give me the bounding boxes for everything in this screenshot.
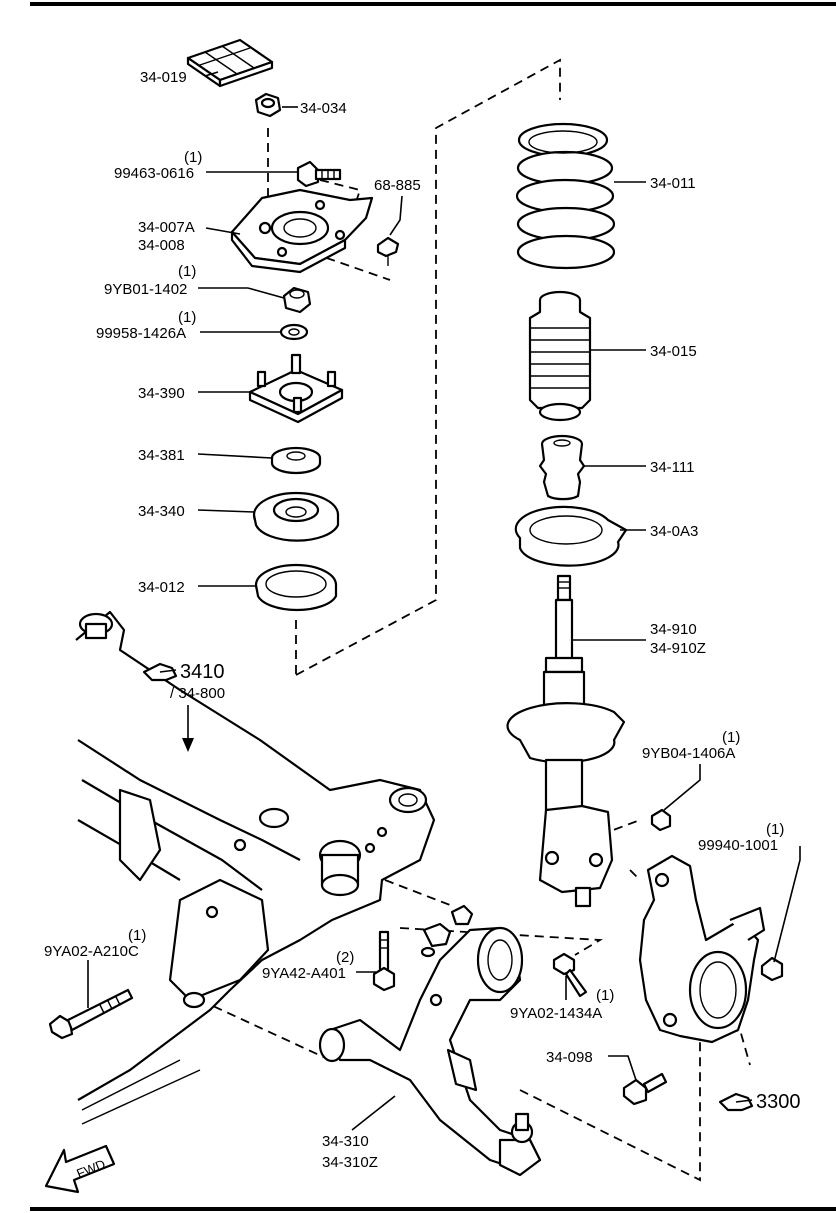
clip-68-885 <box>376 236 400 266</box>
fwd-arrow <box>44 1144 116 1194</box>
label-34-012: 34-012 <box>138 579 185 596</box>
label-34-011: 34-011 <box>650 175 696 192</box>
spring-seat-34-340 <box>252 491 340 542</box>
ref-hand-3410-icon[interactable] <box>142 662 178 682</box>
label-34-008: 34-008 <box>138 237 185 254</box>
bolt-9ya42-a401 <box>372 930 396 992</box>
nut-9yb04-1406a <box>650 808 672 832</box>
mount-bracket-34-007a <box>230 188 374 274</box>
crossmember-subframe <box>75 610 436 1125</box>
bump-stopper-34-111 <box>538 434 586 501</box>
label-9ya02-a210c: 9YA02-A210C <box>44 943 139 960</box>
label-99940-qty: (1) <box>766 821 784 838</box>
label-34-098: 34-098 <box>546 1049 593 1066</box>
label-9ya42-qty: (2) <box>336 949 354 966</box>
label-9ya42-a401: 9YA42-A401 <box>262 965 346 982</box>
bolt-9ya02-1434a <box>552 952 588 998</box>
coil-spring-34-011 <box>515 122 616 270</box>
label-34-310z: 34-310Z <box>322 1154 378 1171</box>
strut-mount-34-390 <box>248 353 344 424</box>
label-34-310: 34-310 <box>322 1133 369 1150</box>
label-99958-qty: (1) <box>178 309 196 326</box>
bolt-9ya02-a210c <box>48 988 134 1040</box>
spring-seat-34-0a3 <box>514 505 628 567</box>
label-9ya02-1434a: 9YA02-1434A <box>510 1005 602 1022</box>
label-34-007a: 34-007A <box>138 219 195 236</box>
strut-34-910 <box>506 574 626 908</box>
label-34-015: 34-015 <box>650 343 697 360</box>
label-9yb01-qty: (1) <box>178 263 196 280</box>
label-34-019: 34-019 <box>140 69 187 86</box>
steering-knuckle <box>638 854 766 1044</box>
ref-hand-3300-icon[interactable] <box>718 1092 754 1112</box>
bolt-34-098 <box>622 1072 668 1106</box>
label-34-910z: 34-910Z <box>650 640 706 657</box>
label-34-0a3: 34-0A3 <box>650 523 698 540</box>
label-34-111: 34-111 <box>650 459 694 476</box>
bolt-99463-0616 <box>296 160 342 188</box>
label-99463-0616: 99463-0616 <box>114 165 194 182</box>
label-34-034: 34-034 <box>300 100 347 117</box>
label-99940-1001: 99940-1001 <box>698 837 778 854</box>
insulator-34-012 <box>254 563 338 612</box>
label-68-885: 68-885 <box>374 177 421 194</box>
ref-3410[interactable]: 3410 <box>180 661 225 683</box>
nut-9yb01-1402 <box>282 286 312 314</box>
label-99958-1426a: 99958-1426A <box>96 325 186 342</box>
label-9yb01-1402: 9YB01-1402 <box>104 281 187 298</box>
assembly-dashed-lines <box>89 58 751 1182</box>
bearing-34-381 <box>270 446 322 475</box>
washer-99958-1426a <box>279 323 309 341</box>
ref-34-800: / 34-800 <box>170 685 225 702</box>
dust-boot-34-015 <box>528 290 592 422</box>
label-9ya02-a210c-qty: (1) <box>128 927 146 944</box>
nut-34-034 <box>254 92 282 118</box>
label-34-340: 34-340 <box>138 503 185 520</box>
ref-3300[interactable]: 3300 <box>756 1091 801 1113</box>
cover-34-019 <box>186 38 274 88</box>
label-9yb04-1406a: 9YB04-1406A <box>642 745 735 762</box>
nut-99940-1001 <box>760 956 784 982</box>
label-34-390: 34-390 <box>138 385 185 402</box>
label-34-381: 34-381 <box>138 447 185 464</box>
label-34-910: 34-910 <box>650 621 697 638</box>
label-99463-qty: (1) <box>184 149 202 166</box>
label-9ya02-1434a-qty: (1) <box>596 987 614 1004</box>
lower-arm-34-310 <box>318 904 542 1177</box>
label-9yb04-qty: (1) <box>722 729 740 746</box>
